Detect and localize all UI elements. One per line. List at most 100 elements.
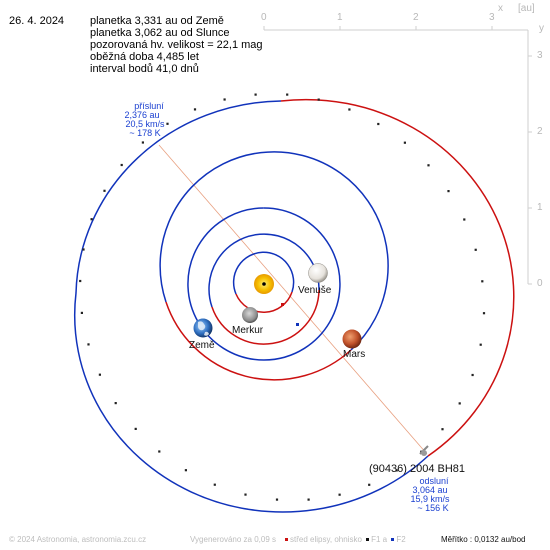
venus-orbit-below: [208, 233, 320, 308]
orbit-point: [447, 190, 450, 193]
orbit-point: [368, 483, 371, 486]
orbit-point: [481, 280, 484, 283]
orbit-point: [377, 122, 380, 126]
orbit-point: [479, 343, 482, 346]
info-line-period: oběžná doba 4,485 let: [90, 51, 199, 63]
earth-icon: [193, 318, 213, 338]
mars-icon: [342, 329, 362, 349]
y-ticks: [528, 55, 532, 285]
orbit-point: [87, 343, 90, 346]
mercury-orbit-below: [232, 251, 295, 295]
perihelion-temp: ~ 178 K: [129, 128, 161, 138]
footer-scale: Měřítko : 0,0132 au/bod: [441, 535, 526, 544]
legend-center-label: střed elipsy, ohnisko: [290, 535, 362, 544]
mars-orbit-below: [159, 151, 389, 351]
orbit-point: [134, 427, 137, 430]
orbit-point: [166, 122, 169, 125]
orbit-point: [80, 311, 83, 314]
x-tick-label-1: 1: [337, 12, 343, 23]
orbit-point: [193, 108, 197, 111]
earth-orbit: [187, 207, 341, 361]
orbit-point: [244, 493, 247, 496]
orbit-point: [458, 402, 461, 405]
perihelion-distance: 2,376 au: [124, 110, 160, 120]
aphelion-speed: 15,9 km/s: [410, 494, 450, 504]
orbit-point: [98, 373, 101, 376]
apsis-line: [158, 144, 428, 455]
planet-orbits: [159, 151, 389, 381]
legend-f1-square-icon: [366, 537, 370, 541]
aphelion-distance: 3,064 au: [412, 485, 448, 495]
mercury-label: Merkur: [232, 325, 264, 336]
orbit-point: [338, 493, 341, 496]
x-tick-label-0: 0: [261, 12, 267, 23]
orbit-point: [184, 469, 187, 472]
aphelion-annotation: odsluní 3,064 au 15,9 km/s ~ 156 K: [405, 477, 455, 513]
orbit-point: [286, 93, 289, 96]
orbit-point: [90, 218, 93, 221]
orbit-point: [474, 248, 477, 251]
footer-copyright: © 2024 Astronomia, astronomia.zcu.cz: [9, 535, 147, 544]
orbit-point: [275, 498, 279, 501]
sun-icon: [254, 274, 274, 294]
orbit-point: [317, 98, 320, 101]
orbit-point: [403, 141, 406, 144]
perihelion-title: přísluní: [134, 101, 164, 111]
axis-unit-label: [au]: [518, 3, 535, 14]
focus-f2-marker: [296, 323, 299, 326]
orbit-point: [307, 498, 310, 501]
y-tick-label-3: 3: [537, 50, 543, 61]
aphelion-title: odsluní: [419, 476, 449, 486]
orbit-point: [141, 141, 144, 144]
info-line-distance-earth: planetka 3,331 au od Země: [90, 15, 224, 27]
orbit-point-markers: [79, 93, 486, 501]
asteroid-icon: [419, 445, 429, 456]
info-line-interval: interval bodů 41,0 dnů: [90, 63, 199, 75]
orbit-point: [348, 108, 351, 111]
asteroid-orbit-below: [73, 100, 429, 513]
orbit-point: [395, 469, 398, 472]
venus-icon: [308, 263, 328, 283]
orbit-point: [441, 428, 444, 431]
legend-center-square-icon: [285, 537, 288, 541]
legend-f1-label: F1 a: [371, 535, 388, 544]
y-axis-letter: y: [539, 23, 544, 34]
legend-f2-square-icon: [391, 537, 395, 541]
orbit-point: [79, 279, 82, 283]
mercury-icon: [242, 307, 258, 323]
asteroid-label: (90436) 2004 BH81: [369, 463, 466, 475]
orbit-point: [223, 98, 226, 101]
x-tick-label-2: 2: [413, 12, 419, 23]
x-ticks: [263, 26, 493, 30]
y-tick-label-2: 2: [537, 126, 543, 137]
orbit-point: [103, 189, 106, 192]
legend-f2-label: F2: [396, 535, 406, 544]
asteroid-orbit-above: [280, 98, 515, 457]
orbit-point: [471, 373, 474, 377]
date-label: 26. 4. 2024: [9, 15, 65, 27]
venus-orbit-above: [211, 289, 320, 345]
orbit-point: [158, 450, 161, 453]
mercury-orbit-above: [235, 291, 293, 314]
orbit-point: [463, 218, 466, 221]
orbit-point: [213, 483, 216, 486]
x-axis-letter: x: [498, 3, 503, 14]
orbit-point: [482, 312, 486, 315]
asteroid-orbit: [73, 98, 515, 513]
x-tick-label-3: 3: [489, 12, 495, 23]
orbit-point: [114, 402, 117, 405]
venus-label: Venuše: [298, 285, 332, 296]
earth-label: Země: [189, 340, 215, 351]
orbit-point: [254, 93, 257, 96]
info-line-distance-sun: planetka 3,062 au od Slunce: [90, 27, 230, 39]
axes: [263, 26, 532, 285]
perihelion-annotation: přísluní 2,376 au 20,5 km/s ~ 178 K: [112, 102, 172, 138]
y-tick-label-1: 1: [537, 202, 543, 213]
orbit-point: [82, 248, 85, 251]
mars-orbit-above: [165, 301, 352, 381]
orbit-point: [427, 164, 430, 167]
aphelion-temp: ~ 156 K: [417, 503, 449, 513]
footer-generated: Vygenerováno za 0,09 s: [190, 535, 276, 544]
footer-legend: střed elipsy, ohnisko F1 a F2: [283, 535, 406, 544]
